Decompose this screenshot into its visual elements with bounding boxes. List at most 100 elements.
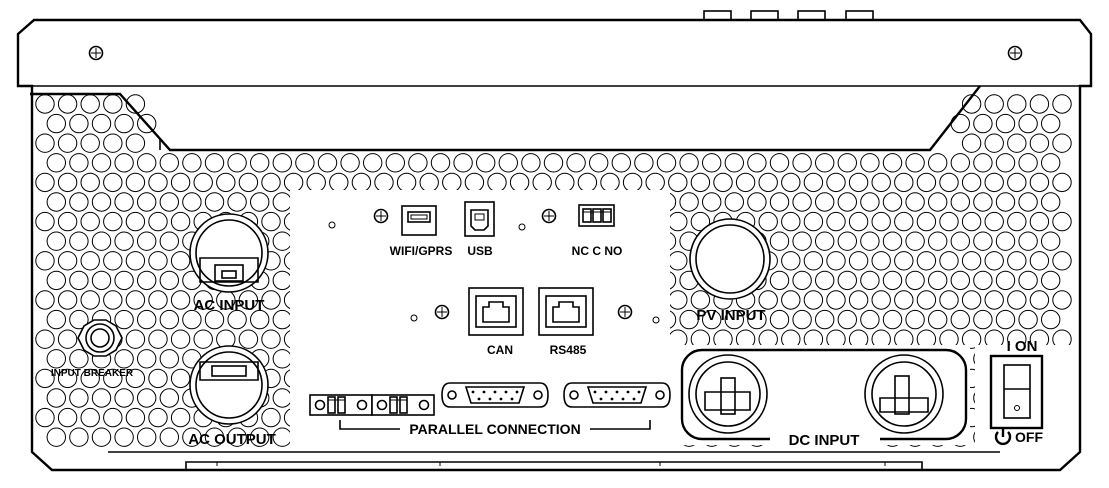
wifi-gprs-port[interactable]	[401, 205, 437, 236]
vent-hole-icon	[848, 290, 869, 310]
dc-input-connector-positive[interactable]	[864, 354, 944, 434]
vent-hole-icon	[69, 270, 89, 291]
power-rocker-switch[interactable]	[989, 354, 1044, 430]
can-port[interactable]	[468, 287, 524, 336]
vent-hole-icon	[589, 153, 609, 173]
vent-hole-icon	[137, 270, 157, 291]
vent-hole-icon	[792, 309, 812, 330]
vent-hole-icon	[261, 329, 281, 349]
vent-hole-icon	[1018, 113, 1038, 134]
vent-hole-icon	[995, 153, 1016, 173]
vent-hole-icon	[950, 192, 970, 212]
vent-hole-icon	[939, 251, 959, 271]
vent-hole-icon	[961, 329, 982, 349]
vent-hole-icon	[871, 172, 891, 193]
vent-hole-icon	[882, 231, 903, 251]
vent-hole-icon	[80, 368, 100, 389]
vent-hole-icon	[984, 94, 1004, 114]
vent-hole-icon	[170, 211, 191, 232]
vent-hole-icon	[645, 172, 665, 193]
vent-hole-icon	[815, 309, 835, 330]
vent-hole-icon	[882, 270, 903, 291]
vent-hole-icon	[159, 309, 180, 330]
vent-hole-icon	[464, 172, 485, 193]
vent-hole-icon	[860, 153, 880, 173]
vent-hole-icon	[69, 113, 89, 134]
vent-hole-icon	[747, 192, 767, 212]
vent-hole-icon	[91, 192, 112, 212]
vent-hole-icon	[521, 153, 541, 173]
db9-pin	[477, 397, 481, 401]
vent-hole-icon	[792, 270, 812, 291]
vent-hole-icon	[69, 388, 89, 408]
vent-hole-icon	[57, 94, 78, 114]
vent-hole-icon	[702, 309, 722, 330]
vent-hole-icon	[860, 309, 880, 330]
vent-hole-icon	[250, 153, 270, 173]
screw-icon	[617, 304, 633, 320]
parallel-db9-port-right[interactable]	[563, 382, 671, 408]
vent-hole-icon	[803, 172, 824, 193]
db9-pin	[615, 390, 619, 394]
vent-hole-icon	[950, 270, 970, 291]
vent-hole-icon	[57, 407, 78, 428]
input-breaker-button[interactable]	[77, 319, 123, 357]
vent-hole-icon	[250, 309, 270, 330]
ac-input-connector[interactable]	[189, 213, 269, 293]
vent-hole-icon	[170, 251, 191, 271]
vent-hole-icon	[702, 153, 722, 173]
rs485-port[interactable]	[538, 287, 594, 336]
vent-hole-icon	[103, 290, 123, 310]
vent-hole-icon	[984, 133, 1004, 153]
vent-hole-icon	[137, 388, 157, 408]
housing-outline	[16, 18, 1093, 472]
vent-hole-icon	[1007, 290, 1027, 310]
vent-hole-icon	[939, 211, 959, 232]
db9-pin	[593, 390, 597, 394]
vent-hole-icon	[125, 251, 146, 271]
vent-hole-icon	[35, 251, 55, 271]
usb-port[interactable]	[464, 201, 495, 237]
dc-input-connector-negative[interactable]	[688, 354, 768, 434]
vent-hole-icon	[577, 172, 598, 193]
vent-hole-icon	[46, 309, 66, 330]
db9-pin	[471, 390, 475, 394]
parallel-db9-port-left[interactable]	[441, 382, 549, 408]
relay-terminal[interactable]	[578, 204, 615, 227]
vent-hole-icon	[781, 290, 801, 310]
vent-hole-icon	[995, 270, 1016, 291]
vent-hole-icon	[995, 309, 1016, 330]
vent-hole-icon	[317, 153, 338, 173]
vent-hole-icon	[170, 172, 191, 193]
vent-hole-icon	[272, 309, 292, 330]
vent-hole-icon	[159, 388, 180, 408]
can-label: CAN	[487, 343, 513, 357]
vent-hole-icon	[396, 172, 417, 193]
vent-hole-icon	[916, 172, 937, 193]
vent-hole-icon	[724, 192, 744, 212]
vent-hole-icon	[871, 290, 891, 310]
vent-hole-icon	[995, 113, 1016, 134]
vent-hole-icon	[91, 113, 112, 134]
vent-hole-icon	[283, 172, 304, 193]
vent-hole-icon	[182, 153, 202, 173]
vent-hole-icon	[80, 133, 100, 153]
vent-hole-icon	[159, 270, 180, 291]
vent-hole-icon	[46, 113, 66, 134]
vent-hole-icon	[634, 153, 654, 173]
vent-hole-icon	[668, 211, 688, 232]
parallel-terminal-left[interactable]	[309, 394, 373, 416]
vent-hole-icon	[1007, 133, 1027, 153]
pv-input-connector[interactable]	[689, 218, 771, 300]
vent-hole-icon	[103, 94, 123, 114]
vent-hole-icon	[125, 133, 146, 153]
parallel-terminal-right[interactable]	[371, 394, 435, 416]
vent-hole-icon	[894, 251, 914, 271]
vent-hole-icon	[295, 153, 315, 173]
vent-hole-icon	[227, 153, 247, 173]
vent-hole-icon	[679, 309, 699, 330]
ac-output-connector[interactable]	[189, 345, 269, 425]
usb-label: USB	[467, 244, 493, 258]
vent-hole-icon	[973, 113, 993, 134]
vent-hole-icon	[238, 172, 259, 193]
